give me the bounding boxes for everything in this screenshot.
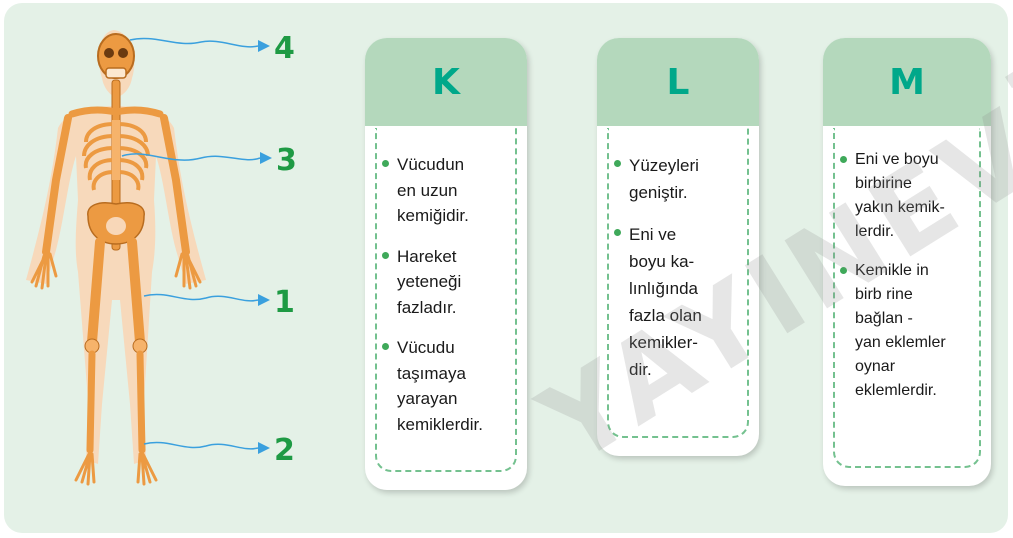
card-l-header: L	[597, 38, 759, 126]
skeleton-illustration: 4 3 1 2	[26, 30, 297, 486]
card-k-title: K	[432, 61, 460, 103]
arrowhead-4	[258, 40, 270, 52]
card-k-body: Vücudun en uzun kemiğidir. Hareket yeten…	[375, 128, 517, 472]
sternum	[112, 120, 120, 180]
arrow-1	[143, 293, 259, 302]
card-m: M Eni ve boyu birbirine yakın kemik- ler…	[823, 38, 991, 486]
eye-socket-left	[104, 48, 114, 58]
shin-bones	[86, 350, 146, 454]
pelvis-hole	[106, 217, 126, 235]
arms	[42, 114, 190, 256]
label-2: 2	[274, 433, 295, 468]
arrow-2	[143, 441, 259, 450]
eye-socket-right	[118, 48, 128, 58]
label-3: 3	[276, 143, 297, 178]
arrowhead-3	[260, 152, 272, 164]
clavicles	[68, 106, 164, 118]
list-item: Yüzeyleri geniştir.	[611, 152, 702, 206]
card-l: L Yüzeyleri geniştir. Eni ve boyu ka- lı…	[597, 38, 759, 456]
card-m-list: Eni ve boyu birbirine yakın kemik- lerdi…	[837, 148, 946, 418]
card-l-title: L	[666, 61, 690, 103]
hands	[30, 252, 202, 290]
arrowhead-1	[258, 294, 270, 306]
feet	[74, 450, 158, 486]
card-m-title: M	[889, 61, 925, 103]
arrow-4	[129, 37, 259, 48]
jaw	[105, 67, 127, 79]
list-item: Hareket yeteneği fazladır.	[379, 244, 483, 321]
label-4: 4	[274, 31, 295, 66]
list-item: Eni ve boyu birbirine yakın kemik- lerdi…	[837, 148, 946, 244]
card-m-body: Eni ve boyu birbirine yakın kemik- lerdi…	[833, 128, 981, 468]
arrowhead-2	[258, 442, 270, 454]
femur-bones	[87, 237, 145, 347]
card-l-body: Yüzeyleri geniştir. Eni ve boyu ka- lınl…	[607, 128, 749, 438]
arrow-3	[121, 153, 261, 161]
list-item: Kemikle in birb rine bağlan - yan ekleml…	[837, 259, 946, 403]
card-m-header: M	[823, 38, 991, 126]
ribcage	[82, 122, 150, 191]
card-l-list: Yüzeyleri geniştir. Eni ve boyu ka- lınl…	[611, 152, 702, 398]
list-item: Vücudu taşımaya yarayan kemiklerdir.	[379, 335, 483, 437]
card-k-list: Vücudun en uzun kemiğidir. Hareket yeten…	[379, 152, 483, 452]
list-item: Eni ve boyu ka- lınlığında fazla olan ke…	[611, 221, 702, 383]
card-k-header: K	[365, 38, 527, 126]
card-k: K Vücudun en uzun kemiğidir. Hareket yet…	[365, 38, 527, 490]
label-1: 1	[274, 285, 295, 320]
list-item: Vücudun en uzun kemiğidir.	[379, 152, 483, 229]
